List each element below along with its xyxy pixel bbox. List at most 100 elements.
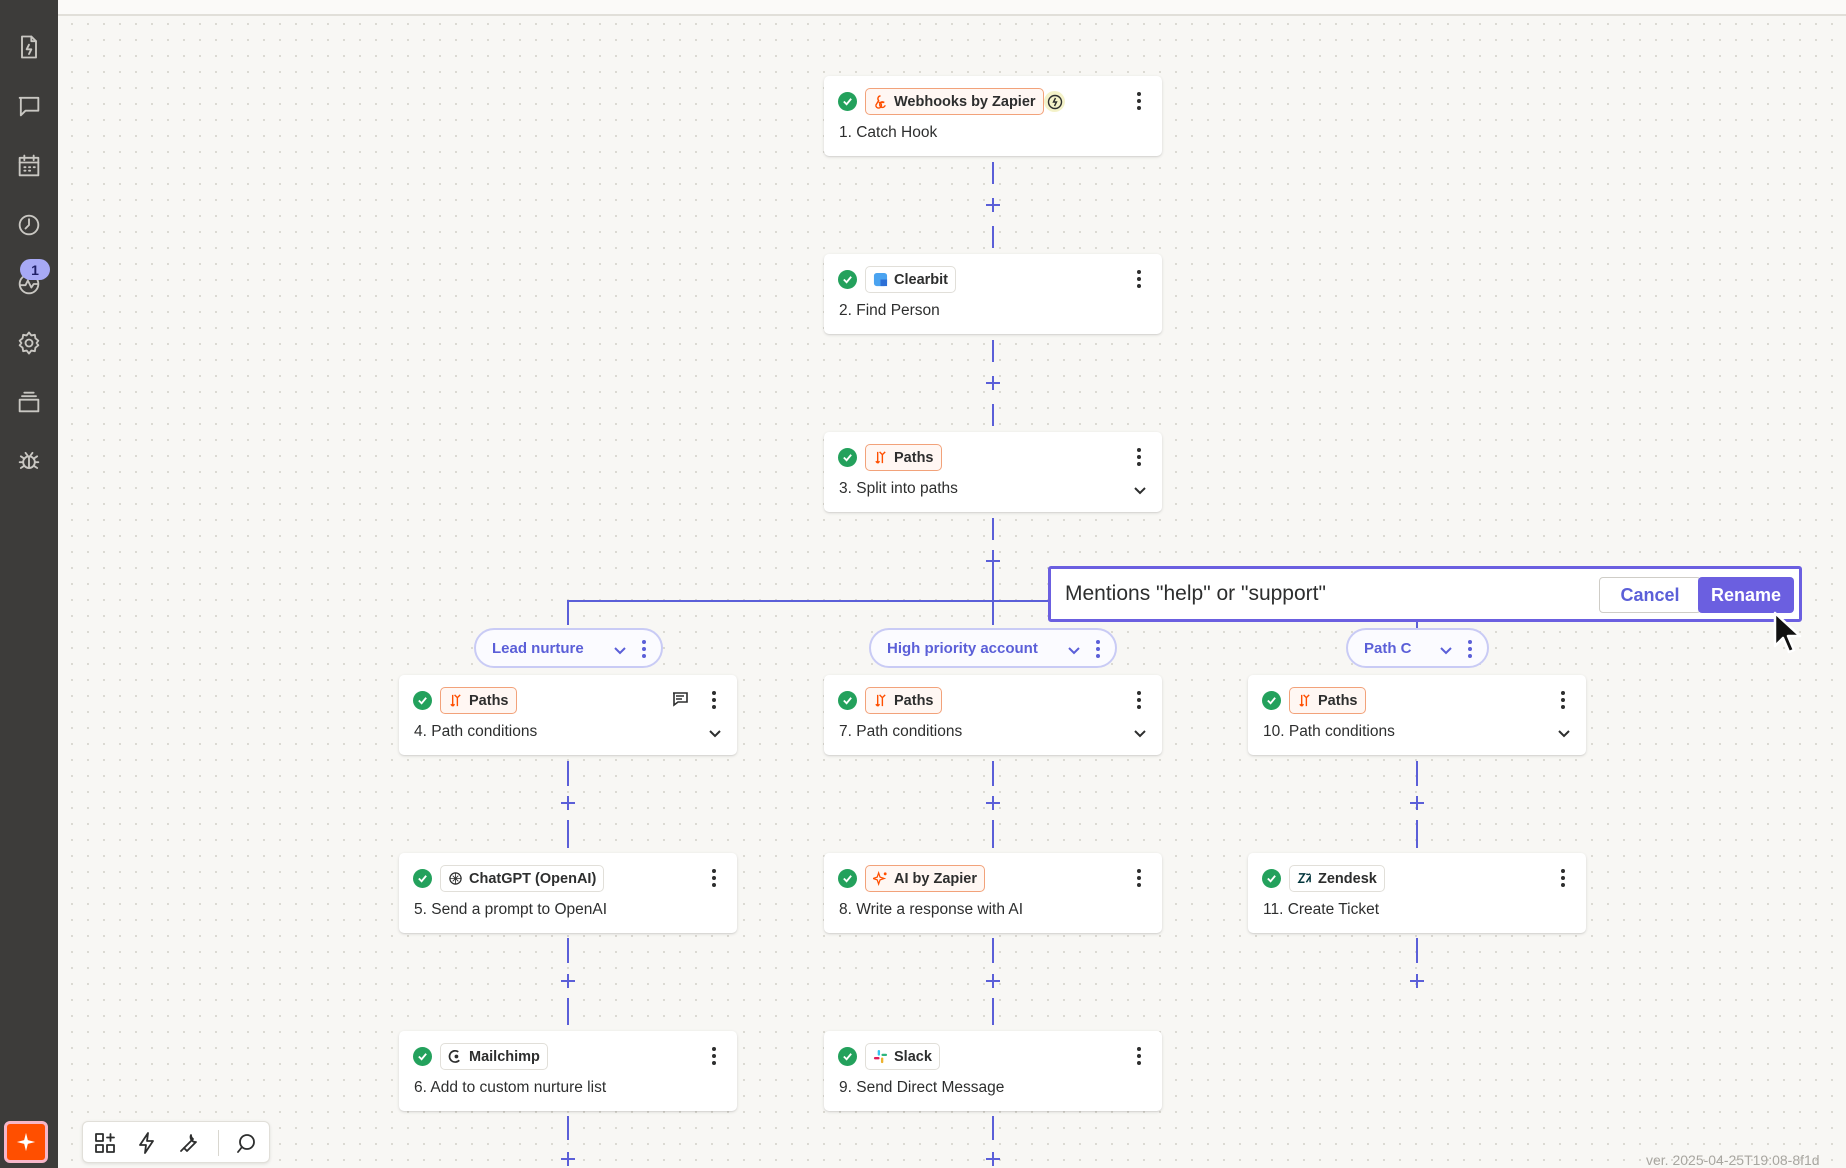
slack-icon [872, 1049, 888, 1065]
step-card[interactable]: Paths 4. Path conditions [399, 675, 737, 755]
app-chip: Zendesk [1289, 865, 1385, 892]
check-icon [413, 869, 432, 888]
check-icon [838, 448, 857, 467]
step-title: 8. Write a response with AI [839, 901, 1024, 918]
step-title: 7. Path conditions [839, 723, 963, 740]
app-chip: Mailchimp [440, 1043, 548, 1070]
layers-icon[interactable] [9, 382, 49, 422]
path-pill-path-c[interactable]: Path C [1346, 628, 1489, 668]
add-step-button [986, 198, 1000, 212]
wrench-icon[interactable] [175, 1129, 203, 1157]
add-step-button [986, 796, 1000, 810]
more-options-icon[interactable] [1130, 866, 1148, 890]
bug-icon[interactable] [9, 441, 49, 481]
add-step-button [561, 796, 575, 810]
version-label: ver. 2025-04-25T19:08-8f1d [1646, 1152, 1820, 1168]
cancel-button[interactable]: Cancel [1599, 577, 1701, 613]
more-options-icon[interactable] [705, 866, 723, 890]
app-chip: AI by Zapier [865, 865, 985, 892]
add-step-button [561, 1152, 575, 1166]
step-card[interactable]: Paths 7. Path conditions [824, 675, 1162, 755]
app-name: Paths [894, 449, 934, 466]
step-title: 11. Create Ticket [1263, 901, 1380, 918]
app-name: Mailchimp [469, 1048, 540, 1065]
step-card[interactable]: ChatGPT (OpenAI) 5. Send a prompt to Ope… [399, 853, 737, 933]
check-icon [1262, 691, 1281, 710]
chevron-down-icon[interactable] [707, 725, 723, 741]
step-title: 6. Add to custom nurture list [414, 1079, 607, 1096]
more-options-icon[interactable] [1465, 640, 1475, 658]
history-icon[interactable] [9, 205, 49, 245]
more-options-icon[interactable] [1554, 688, 1572, 712]
more-options-icon[interactable] [1130, 1044, 1148, 1068]
check-icon [838, 270, 857, 289]
add-step-button [986, 1152, 1000, 1166]
check-icon [838, 869, 857, 888]
step-card[interactable]: Paths 3. Split into paths [824, 432, 1162, 512]
chat-icon[interactable] [9, 86, 49, 126]
path-pill-lead-nurture[interactable]: Lead nurture [474, 628, 663, 668]
more-options-icon[interactable] [1130, 688, 1148, 712]
settings-icon[interactable] [9, 323, 49, 363]
step-card[interactable]: AI by Zapier 8. Write a response with AI [824, 853, 1162, 933]
chevron-down-icon[interactable] [1132, 725, 1148, 741]
more-options-icon[interactable] [1130, 445, 1148, 469]
chevron-down-icon[interactable] [1132, 482, 1148, 498]
chevron-down-icon[interactable] [1066, 642, 1082, 658]
comment-icon[interactable] [671, 690, 689, 708]
paths-icon [872, 450, 888, 466]
chevron-down-icon[interactable] [1438, 642, 1454, 658]
step-card[interactable]: Clearbit 2. Find Person [824, 254, 1162, 334]
check-icon [838, 1047, 857, 1066]
path-name-input[interactable] [1065, 579, 1585, 609]
calendar-icon[interactable] [9, 146, 49, 186]
step-title: 9. Send Direct Message [839, 1079, 1005, 1096]
step-title: 3. Split into paths [839, 480, 958, 497]
app-chip: Webhooks by Zapier [865, 88, 1044, 115]
chevron-down-icon[interactable] [1556, 725, 1572, 741]
app-chip: Paths [865, 444, 942, 471]
more-options-icon[interactable] [705, 1044, 723, 1068]
step-card[interactable]: Webhooks by Zapier 1. Catch Hook [824, 76, 1162, 156]
step-card[interactable]: Paths 10. Path conditions [1248, 675, 1586, 755]
app-name: Webhooks by Zapier [894, 93, 1036, 110]
check-icon [1262, 869, 1281, 888]
path-pill-high-priority[interactable]: High priority account [869, 628, 1117, 668]
step-card[interactable]: Slack 9. Send Direct Message [824, 1031, 1162, 1111]
canvas-top-bar [58, 0, 1846, 16]
notification-badge: 1 [20, 259, 50, 280]
app-chip: Paths [440, 687, 517, 714]
paths-icon [1296, 693, 1312, 709]
step-card[interactable]: Mailchimp 6. Add to custom nurture list [399, 1031, 737, 1111]
step-card[interactable]: Zendesk 11. Create Ticket [1248, 853, 1586, 933]
zapier-asterisk-icon[interactable] [4, 1121, 48, 1163]
more-options-icon[interactable] [639, 640, 649, 658]
toolbar-divider [218, 1130, 219, 1156]
more-options-icon[interactable] [1130, 89, 1148, 113]
step-title: 10. Path conditions [1263, 723, 1395, 740]
add-bolt-icon[interactable] [1044, 91, 1065, 112]
mouse-pointer-icon [1773, 611, 1802, 654]
app-name: Paths [469, 692, 509, 709]
document-bolt-icon[interactable] [9, 27, 49, 67]
app-chip: Paths [1289, 687, 1366, 714]
add-step-button [561, 974, 575, 988]
paths-icon [872, 693, 888, 709]
bolt-icon[interactable] [133, 1129, 161, 1157]
more-options-icon[interactable] [705, 688, 723, 712]
grid-add-icon[interactable] [91, 1129, 119, 1157]
app-name: Clearbit [894, 271, 948, 288]
ai-sparkle-icon [872, 871, 888, 887]
more-options-icon[interactable] [1130, 267, 1148, 291]
rename-button[interactable]: Rename [1698, 577, 1794, 613]
left-sidebar: 1 [0, 0, 58, 1168]
path-label: Lead nurture [492, 639, 584, 657]
app-chip: Slack [865, 1043, 940, 1070]
search-icon[interactable] [233, 1129, 261, 1157]
app-name: AI by Zapier [894, 870, 977, 887]
app-name: ChatGPT (OpenAI) [469, 870, 597, 887]
more-options-icon[interactable] [1554, 866, 1572, 890]
more-options-icon[interactable] [1093, 640, 1103, 658]
add-step-button [1410, 974, 1424, 988]
chevron-down-icon[interactable] [612, 642, 628, 658]
